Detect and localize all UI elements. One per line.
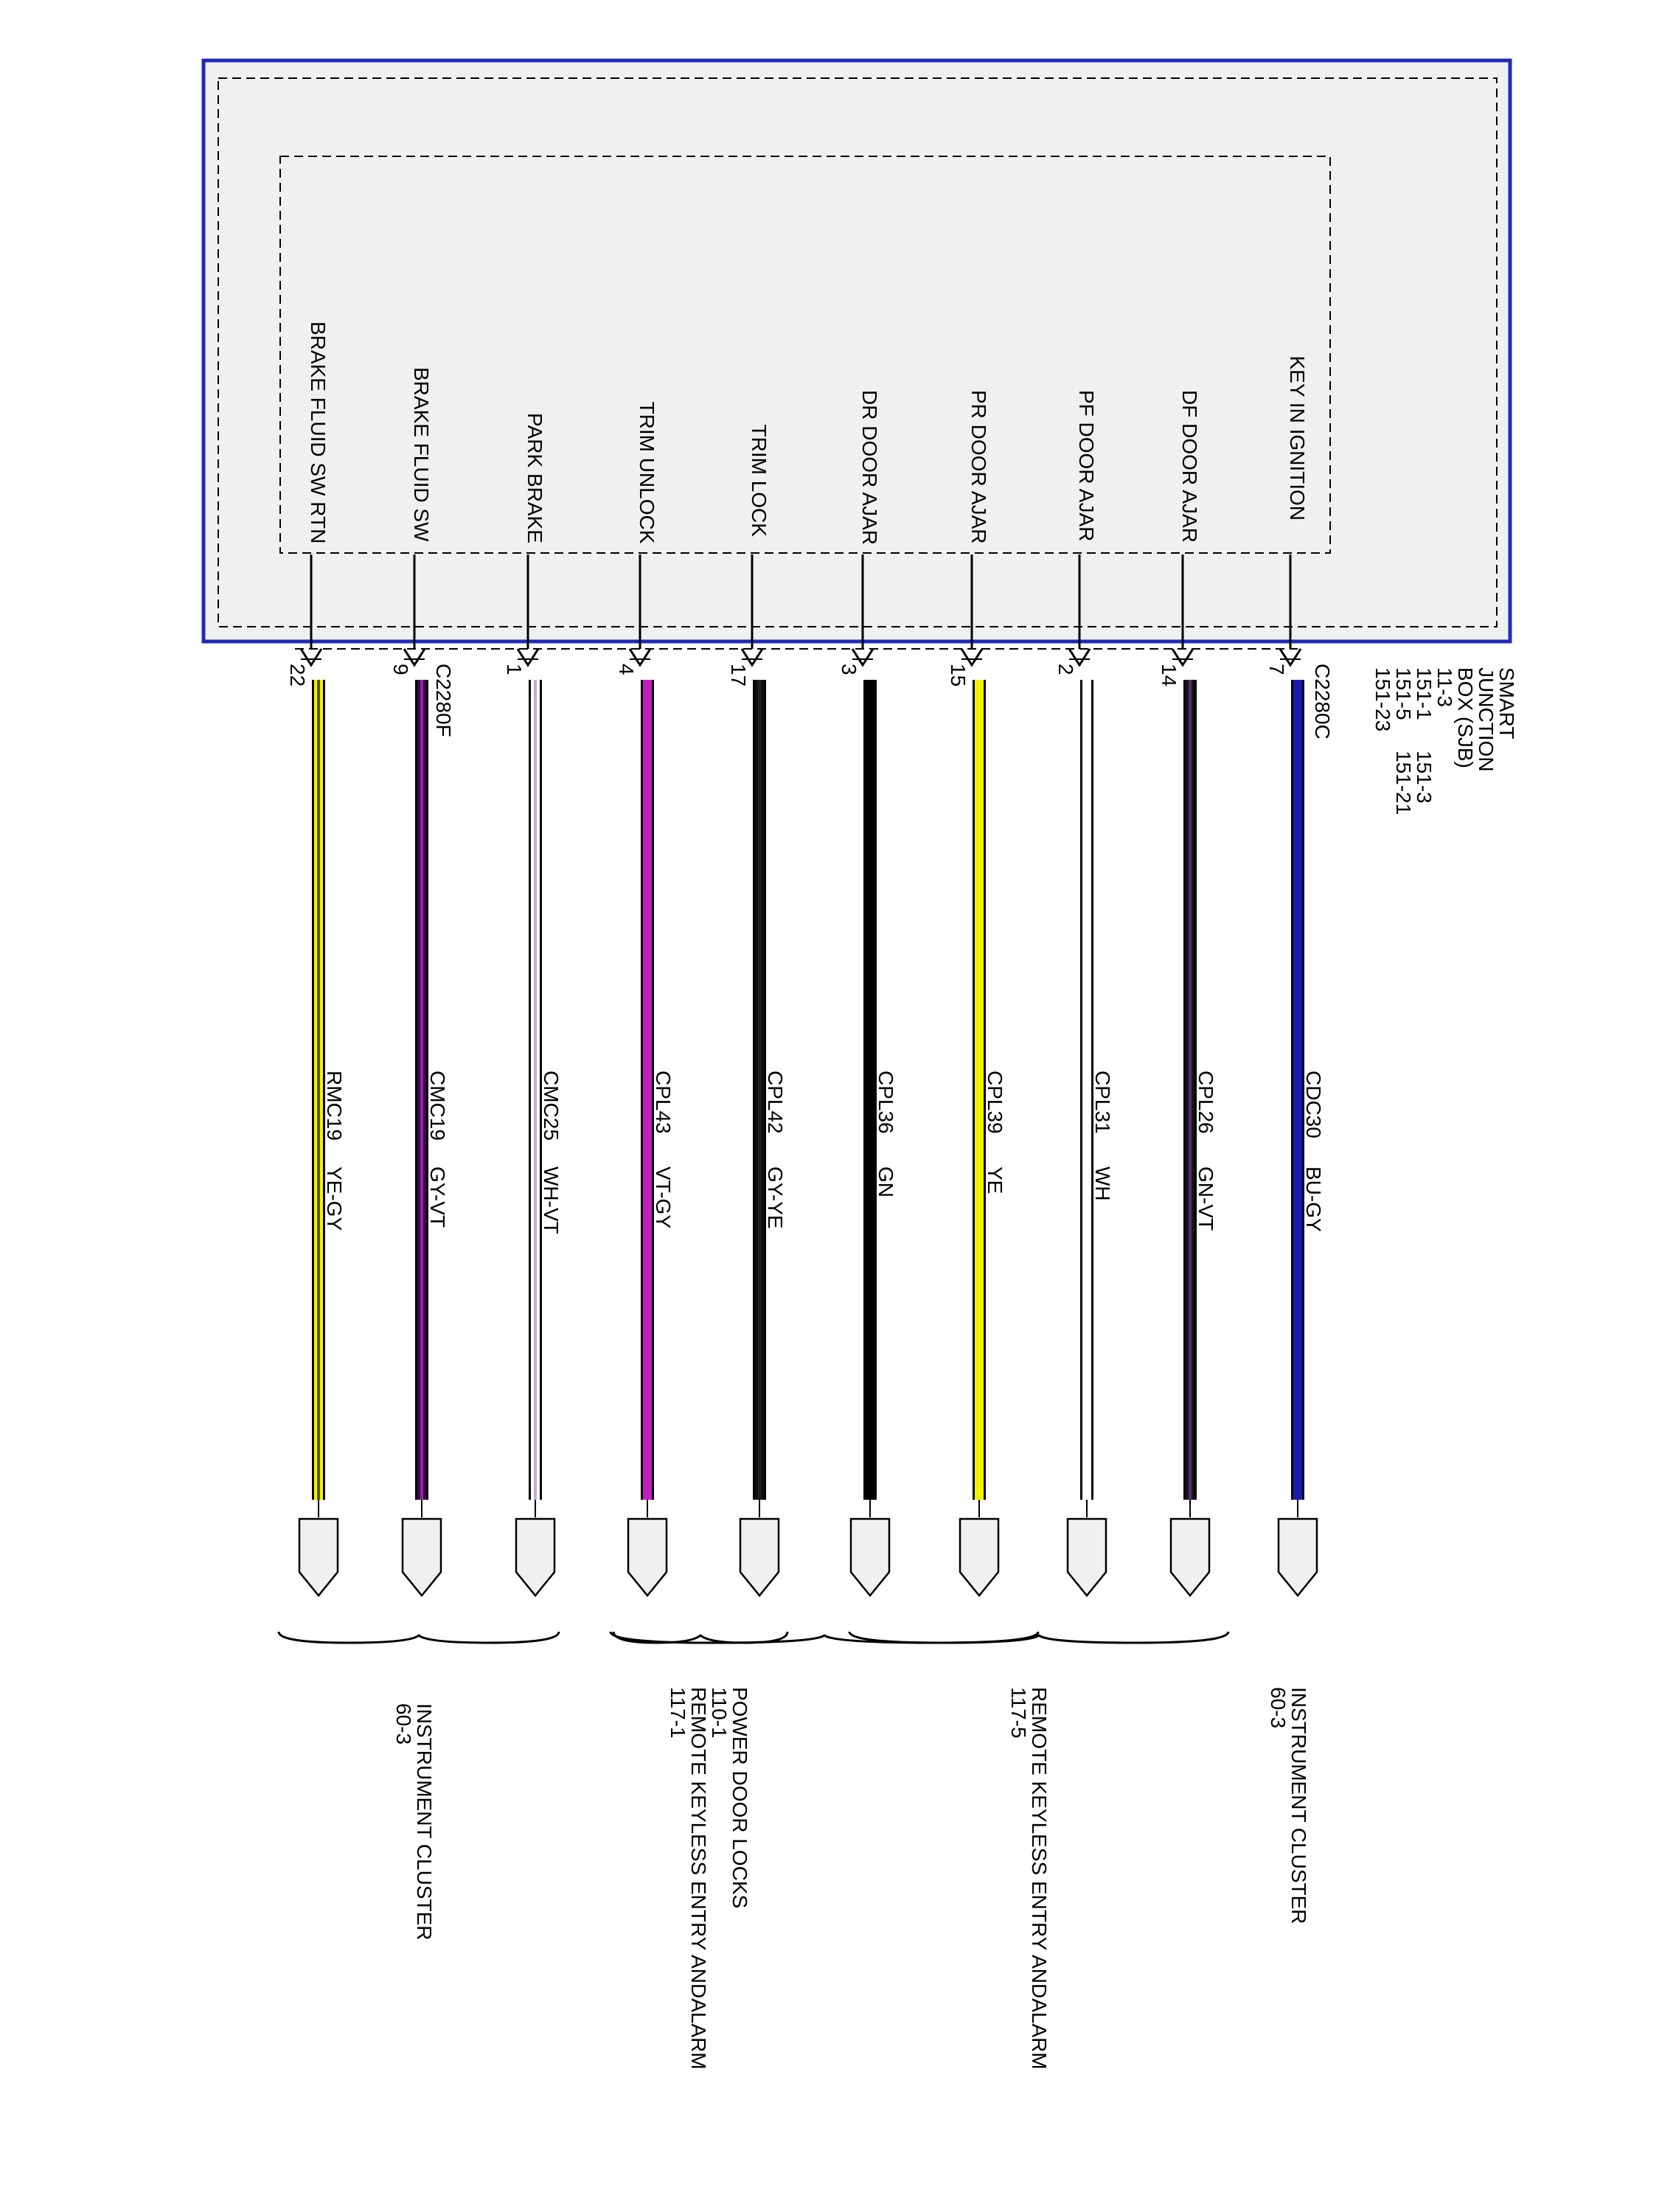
circuit-id: CPL39: [984, 1071, 1006, 1134]
wire-cpl36-stripe: [869, 680, 872, 1500]
destination-power-door-locks: POWER DOOR LOCKS: [728, 1687, 751, 1908]
wire-cdc30-stripe: [1296, 680, 1299, 1500]
destination-instrument-cluster-b-ref: 60-3: [392, 1703, 415, 1745]
wire-terminal-icon: [1066, 1517, 1107, 1597]
wire-cpl26-stripe: [1189, 680, 1192, 1500]
wire-cpl43-stripe: [646, 680, 649, 1500]
destination-brace: [277, 1631, 560, 1644]
sjb-title-line-2: JUNCTION: [1475, 667, 1498, 772]
destination-rke-alarm-b: REMOTE KEYLESS ENTRY ANDALARM: [687, 1687, 710, 2070]
pin-number: 17: [727, 664, 750, 686]
connector-c2280c-label: C2280C: [1311, 664, 1334, 740]
wire-terminal-icon: [959, 1517, 1000, 1597]
wire-terminal-icon: [515, 1517, 556, 1597]
destination-rke-alarm-b-ref: 117-1: [667, 1687, 689, 1739]
wire-color-code: YE-GY: [323, 1166, 346, 1231]
circuit-id: CMC19: [426, 1071, 449, 1141]
wire-color-code: GY-YE: [764, 1166, 787, 1229]
wire-color-code: WH-VT: [540, 1166, 563, 1234]
sjb-page-ref-4: 151-23: [1371, 667, 1394, 731]
destination-instrument-cluster-b: INSTRUMENT CLUSTER: [413, 1703, 436, 1941]
wire-color-code: VT-GY: [652, 1166, 675, 1228]
destination-rke-alarm-a: REMOTE KEYLESS ENTRY ANDALARM: [1028, 1687, 1051, 2070]
destination-brace: [612, 1631, 789, 1644]
wire-terminal-icon: [627, 1517, 668, 1597]
circuit-function-label: TRIM UNLOCK: [636, 402, 658, 544]
wire-color-code: WH: [1091, 1166, 1114, 1201]
wire-terminal-icon: [1169, 1517, 1211, 1597]
pin-arrow-icon: [299, 648, 323, 667]
circuit-function-label: BRAKE FLUID SW: [410, 367, 433, 542]
sjb-page-ref-2: 151-1: [1413, 667, 1436, 720]
wire-rmc19-stripe: [317, 680, 320, 1500]
pin-number: 2: [1054, 664, 1077, 675]
wire-color-code: YE: [984, 1166, 1006, 1194]
pin-arrow-icon: [740, 648, 764, 667]
sjb-page-ref-6: 151-21: [1392, 751, 1415, 815]
circuit-id: RMC19: [323, 1071, 346, 1141]
destination-power-door-locks-ref: 110-1: [708, 1687, 731, 1739]
wire-terminal-icon: [739, 1517, 780, 1597]
pin-number: 3: [838, 664, 860, 675]
wire-cmc25-stripe: [534, 680, 537, 1500]
pin-arrow-icon: [516, 648, 540, 667]
wire-terminal-icon: [849, 1517, 891, 1597]
wire-terminal-icon: [298, 1517, 339, 1597]
circuit-function-label: DR DOOR AJAR: [858, 390, 881, 545]
pin-arrow-icon: [1171, 648, 1194, 667]
wire-color-code: GN-VT: [1194, 1166, 1217, 1231]
pin-number: 9: [389, 664, 412, 675]
destination-instrument-cluster-a-ref: 60-3: [1267, 1687, 1290, 1728]
wire-color-code: GN: [874, 1166, 897, 1197]
destination-rke-alarm-a-ref: 117-5: [1007, 1687, 1030, 1739]
circuit-function-label: PARK BRAKE: [524, 413, 546, 543]
pin-arrow-icon: [628, 648, 652, 667]
circuit-id: CPL26: [1194, 1071, 1217, 1134]
wire-color-code: BU-GY: [1302, 1166, 1325, 1232]
sjb-page-ref-5: 151-3: [1413, 751, 1436, 804]
circuit-id: CMC25: [540, 1071, 563, 1141]
pin-arrow-icon: [403, 648, 426, 667]
circuit-function-label: PR DOOR AJAR: [967, 390, 990, 543]
pin-arrow-icon: [851, 648, 874, 667]
sjb-title-line-3: BOX (SJB): [1454, 667, 1477, 768]
pin-arrow-icon: [1279, 648, 1302, 667]
circuit-id: CPL36: [874, 1071, 897, 1134]
wire-color-code: GY-VT: [426, 1166, 449, 1228]
circuit-id: CPL31: [1091, 1071, 1114, 1134]
wire-terminal-icon: [1277, 1517, 1318, 1597]
pin-number: 14: [1158, 664, 1180, 686]
sjb-inner-dashed-frame: [279, 156, 1331, 554]
pin-number: 4: [615, 664, 638, 675]
sjb-page-ref-1: 11-3: [1433, 667, 1456, 707]
circuit-function-label: DF DOOR AJAR: [1178, 390, 1201, 543]
connector-c2280f-label: C2280F: [432, 664, 455, 737]
destination-instrument-cluster-a: INSTRUMENT CLUSTER: [1287, 1687, 1310, 1924]
pin-number: 7: [1265, 664, 1288, 675]
wire-cpl42-stripe: [758, 680, 761, 1500]
wire-cmc19-stripe: [420, 680, 423, 1500]
sjb-title-line-1: SMART: [1495, 667, 1518, 740]
circuit-id: CPL43: [652, 1071, 675, 1134]
sjb-module-box: [201, 58, 1512, 644]
destination-brace: [848, 1631, 1230, 1644]
circuit-function-label: BRAKE FLUID SW RTN: [307, 321, 330, 543]
pin-arrow-icon: [1068, 648, 1091, 667]
circuit-function-label: KEY IN IGNITION: [1286, 356, 1309, 521]
wire-terminal-icon: [401, 1517, 442, 1597]
circuit-function-label: PF DOOR AJAR: [1075, 390, 1098, 541]
circuit-id: CPL42: [764, 1071, 787, 1134]
wire-cpl31-stripe: [1085, 680, 1088, 1500]
circuit-id: CDC30: [1302, 1071, 1325, 1138]
sjb-outer-dashed-frame: [218, 77, 1498, 627]
sjb-page-ref-3: 151-5: [1392, 667, 1415, 720]
pin-number: 15: [947, 664, 970, 686]
pin-arrow-icon: [960, 648, 984, 667]
pin-number: 1: [503, 664, 526, 675]
wire-cpl39-stripe: [978, 680, 981, 1500]
pin-number: 22: [286, 664, 309, 686]
circuit-function-label: TRIM LOCK: [748, 425, 771, 538]
